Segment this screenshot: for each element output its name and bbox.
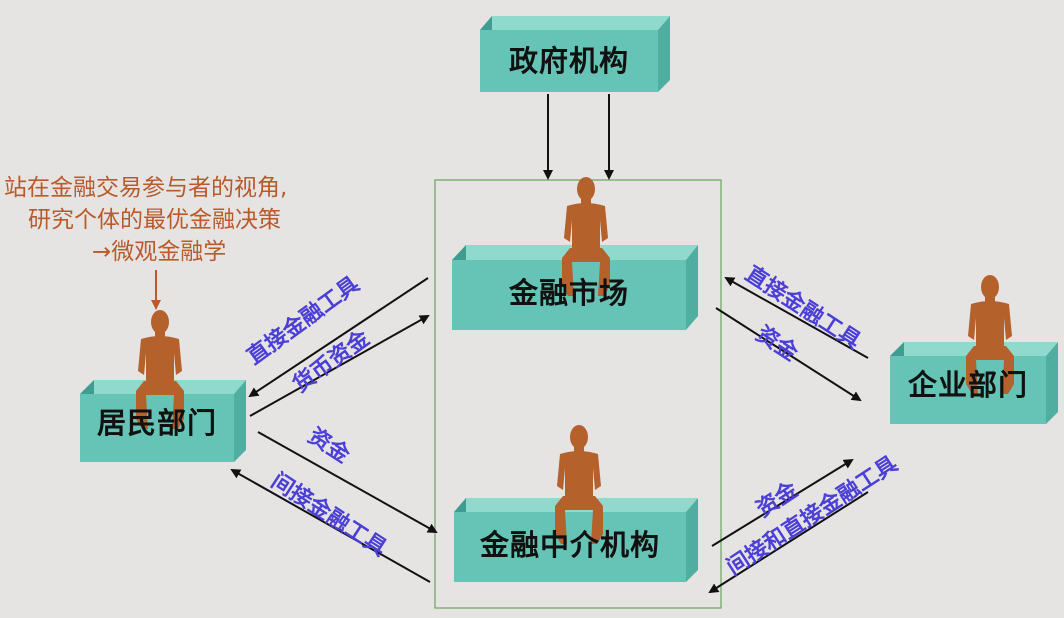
household-label: 居民部门 <box>96 406 217 440</box>
left-money-funds-arrow <box>249 315 430 417</box>
enterprise-label: 企业部门 <box>907 368 1028 402</box>
center-frame <box>434 179 722 609</box>
right-funds-top-arrow <box>715 307 862 402</box>
annotation-line2: 研究个体的最优金融决策 <box>28 207 281 233</box>
government-label: 政府机构 <box>508 44 629 78</box>
government-box <box>480 16 670 92</box>
market-label: 金融市场 <box>508 276 629 310</box>
annotation-line3: →微观金融学 <box>92 239 227 265</box>
intermediary-label: 金融中介机构 <box>479 528 660 562</box>
left-funds-arrow <box>257 431 438 533</box>
right-funds-bottom-arrow <box>711 458 854 547</box>
annotation-line1: 站在金融交易参与者的视角, <box>4 175 288 201</box>
left-direct-instruments-arrow <box>248 277 429 398</box>
left-indirect-instruments-arrow <box>230 469 431 583</box>
right-indirect-direct-arrow <box>708 491 869 594</box>
right-direct-instruments-arrow <box>724 277 869 359</box>
household-box <box>80 380 246 462</box>
